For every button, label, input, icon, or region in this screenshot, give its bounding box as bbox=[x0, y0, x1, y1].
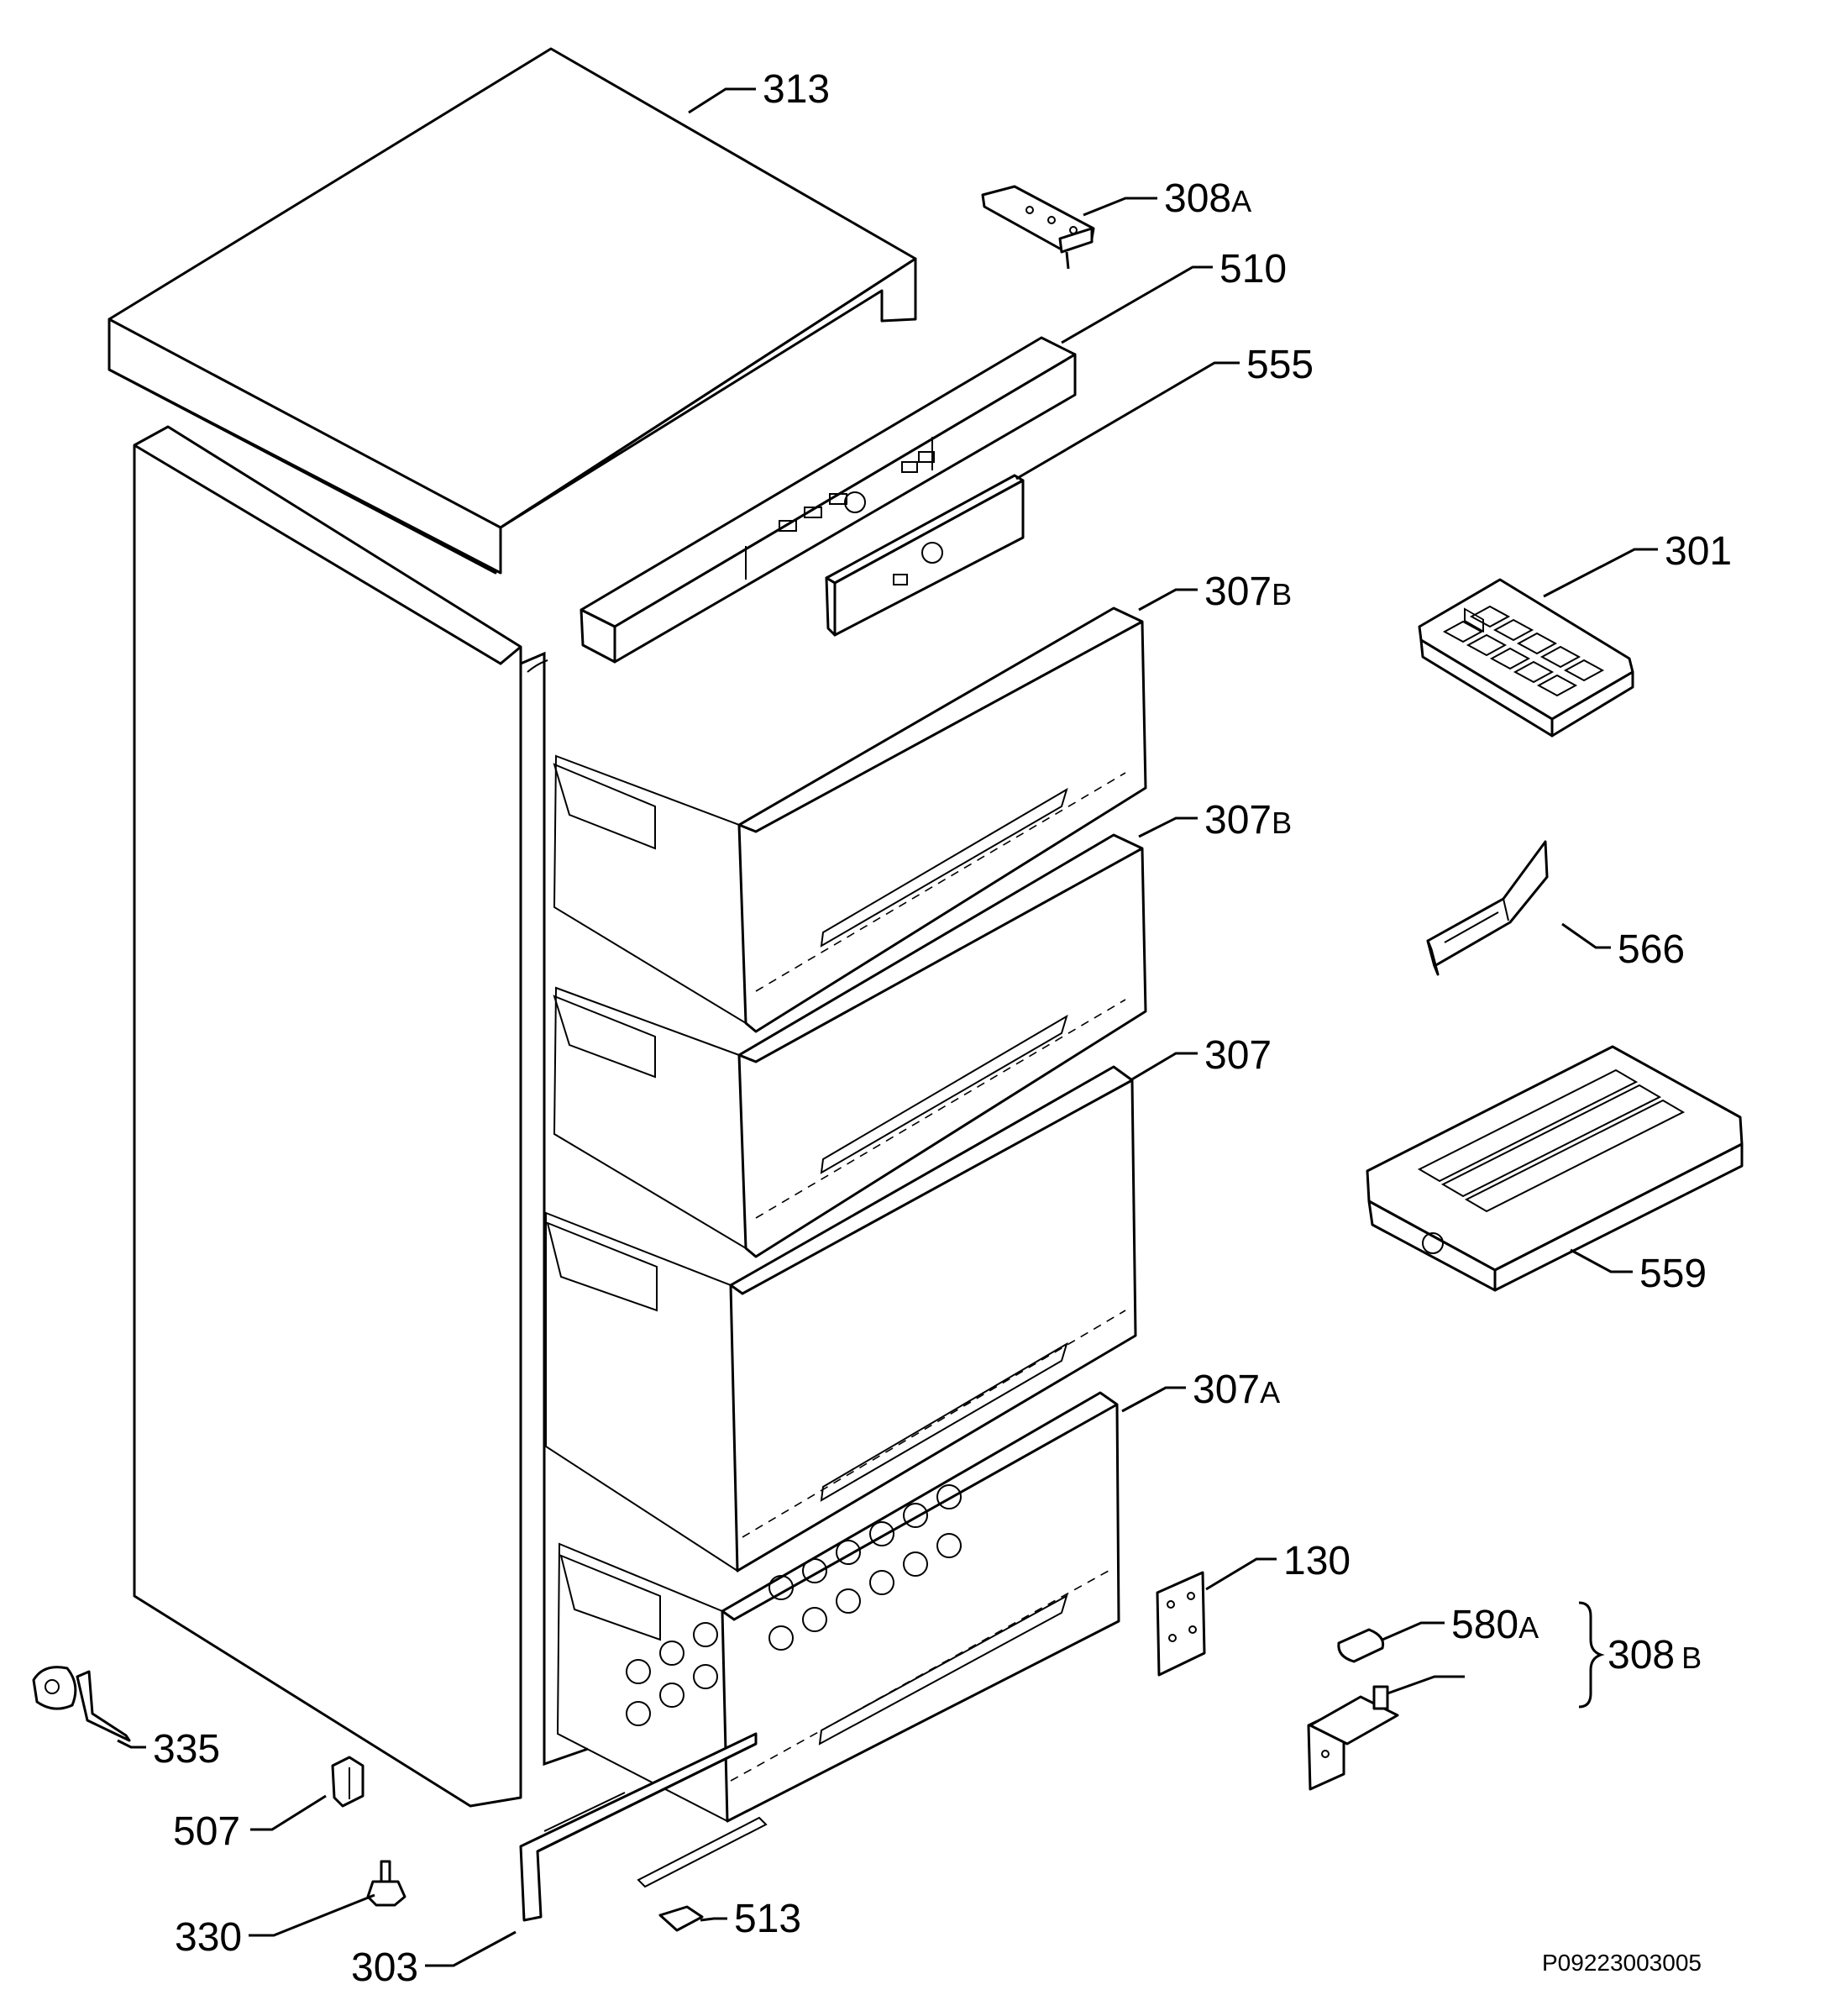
top-cover bbox=[108, 47, 917, 575]
cold-accumulator bbox=[1366, 1045, 1744, 1292]
leveling-foot bbox=[366, 1860, 406, 1907]
drawer-3 bbox=[545, 1065, 1137, 1572]
leader-lines bbox=[117, 87, 1658, 1967]
clip bbox=[331, 1756, 365, 1808]
top-hinge bbox=[981, 185, 1095, 270]
label-130: 130 bbox=[1283, 1539, 1351, 1583]
label-559: 559 bbox=[1639, 1252, 1707, 1296]
part-labels: 313 308A 510 555 301 307B 307B 566 307 5… bbox=[153, 67, 1732, 1990]
label-303: 303 bbox=[351, 1945, 418, 1990]
drawer-bottom bbox=[556, 1391, 1120, 1823]
label-330: 330 bbox=[175, 1915, 242, 1960]
group-brace bbox=[1578, 1601, 1605, 1709]
cabinet-body bbox=[133, 425, 589, 1808]
label-555: 555 bbox=[1246, 343, 1314, 387]
hinge-plate bbox=[1156, 1571, 1206, 1677]
label-566: 566 bbox=[1618, 927, 1685, 972]
label-307: 307 bbox=[1204, 1033, 1272, 1078]
control-panel bbox=[580, 336, 1077, 664]
drawer-2 bbox=[553, 833, 1147, 1258]
hinge-bushing bbox=[1337, 1628, 1385, 1663]
control-fascia bbox=[825, 474, 1025, 637]
label-513: 513 bbox=[734, 1897, 801, 1941]
label-307b-2: 307B bbox=[1204, 798, 1292, 843]
plinth bbox=[519, 1732, 768, 1922]
label-307a: 307A bbox=[1193, 1368, 1280, 1412]
label-580a: 580A bbox=[1451, 1603, 1539, 1647]
ice-cube-tray bbox=[1418, 578, 1634, 738]
label-301: 301 bbox=[1665, 529, 1732, 574]
label-507: 507 bbox=[173, 1809, 240, 1854]
bottom-hinge bbox=[1307, 1685, 1399, 1791]
label-308a: 308A bbox=[1164, 176, 1251, 221]
label-313: 313 bbox=[763, 67, 830, 112]
drawer-1 bbox=[553, 606, 1147, 1033]
ice-scraper bbox=[1426, 840, 1549, 976]
label-510: 510 bbox=[1219, 247, 1287, 291]
screw-cover bbox=[658, 1905, 704, 1932]
document-code: P09223003005 bbox=[1542, 1950, 1702, 1976]
label-307b-1: 307B bbox=[1204, 570, 1292, 614]
lower-hinge-bracket bbox=[32, 1666, 131, 1742]
label-335: 335 bbox=[153, 1727, 220, 1772]
